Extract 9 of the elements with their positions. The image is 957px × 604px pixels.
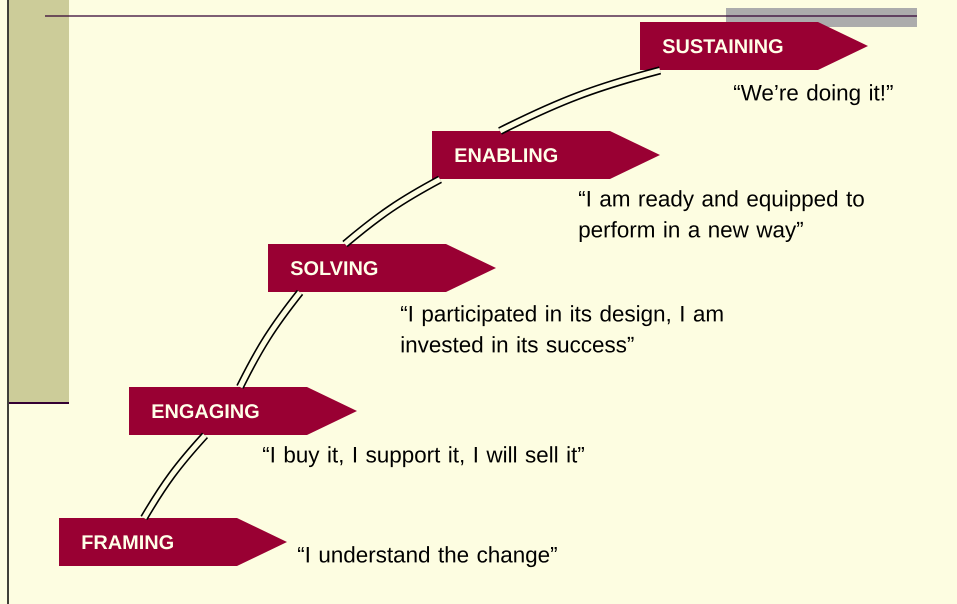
quote-text: “I understand the change” bbox=[298, 546, 557, 568]
quote-text: “I buy it, I support it, I will sell it” bbox=[263, 446, 584, 468]
double-line bbox=[236, 290, 304, 389]
quote-text: “We’re doing it!” bbox=[734, 84, 893, 106]
double-line bbox=[140, 432, 208, 520]
quote-text: “I am ready and equipped to perform in a new way” bbox=[579, 190, 864, 242]
quote-text: “I participated in its design, I am invested in its success” bbox=[401, 305, 723, 353]
double-line bbox=[342, 176, 442, 248]
double-line bbox=[498, 66, 662, 135]
